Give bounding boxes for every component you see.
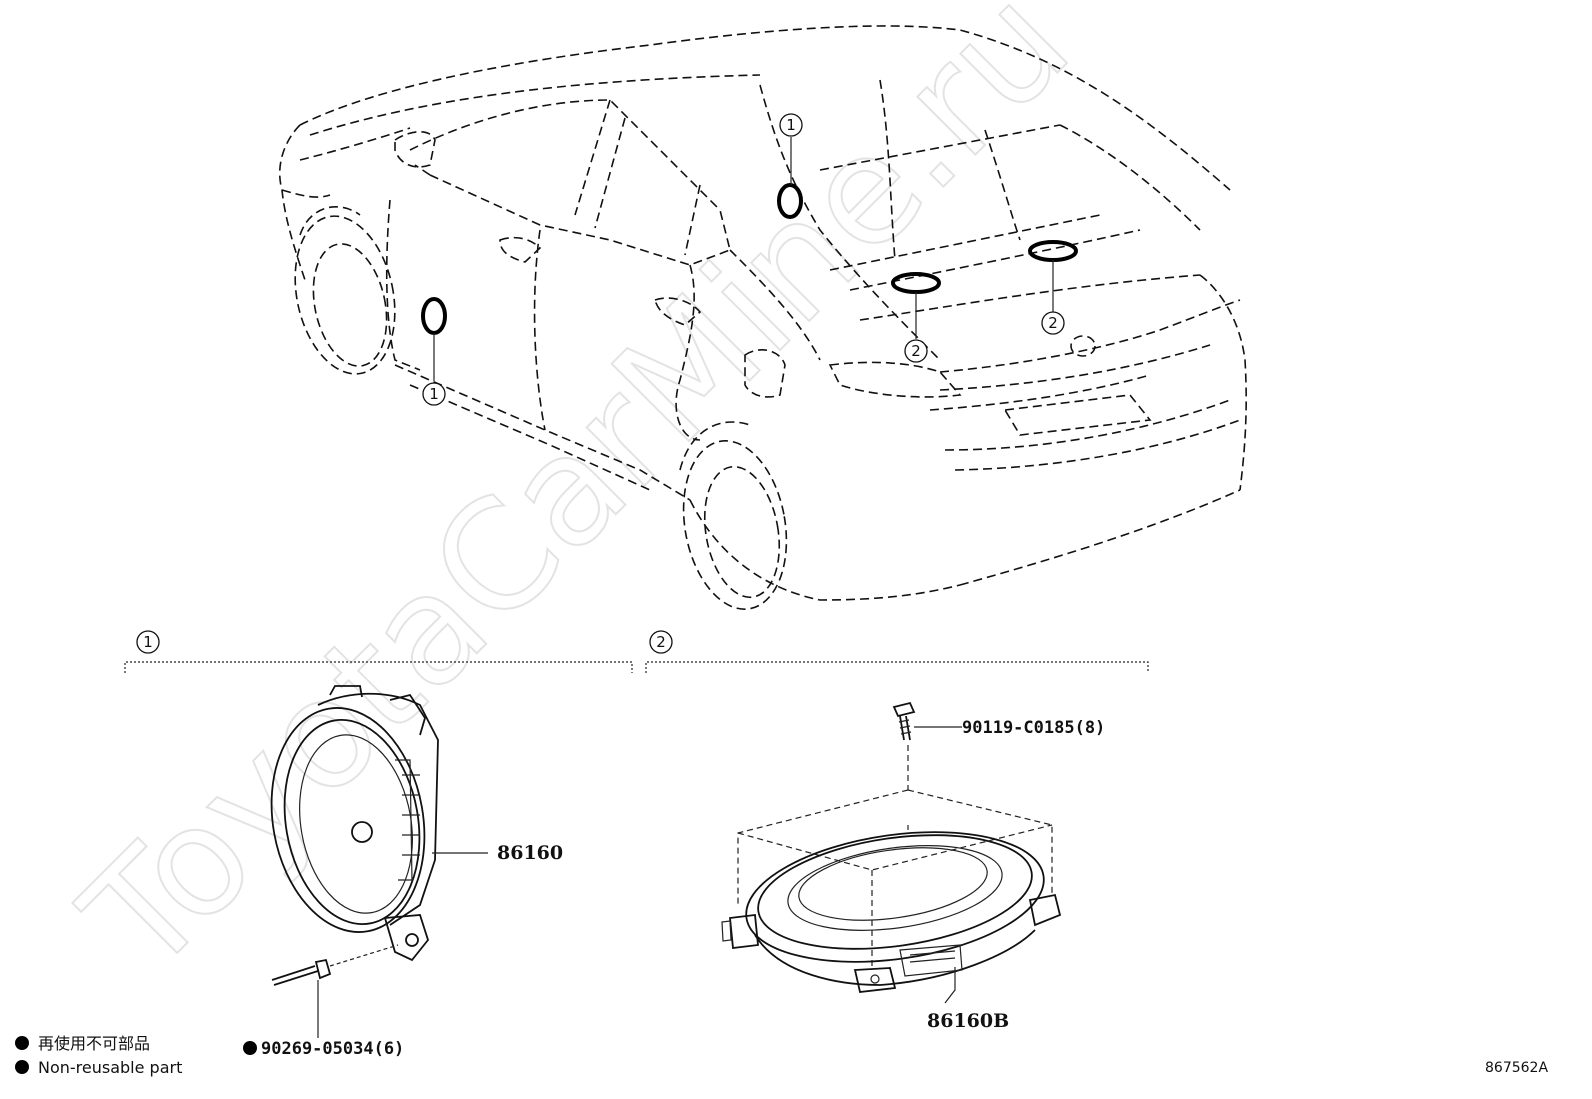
legend: 再使用不可部品 Non-reusable part	[15, 1034, 182, 1077]
part-number-screw: 90119-C0185(8)	[962, 718, 1105, 738]
watermark: ToyotaCarMine.ru	[51, 0, 1103, 1007]
callout-label: 2	[1048, 314, 1058, 332]
callout-1-front: 1	[422, 382, 446, 406]
legend-dot-en	[15, 1060, 29, 1074]
rear-shelf-left-ring	[891, 272, 941, 294]
rear-door-speaker-ring	[777, 183, 803, 219]
group-bracket-2: 2	[645, 630, 1149, 673]
part-number-86160B: 86160B	[927, 1010, 1009, 1032]
rear-shelf-right-ring	[1028, 240, 1078, 262]
callout-label: 2	[911, 342, 921, 360]
front-door-speaker-ring	[421, 297, 447, 335]
legend-jp: 再使用不可部品	[38, 1034, 150, 1053]
callout-label: 1	[786, 116, 796, 134]
callout-2-left: 2	[904, 339, 928, 363]
car-leaders	[433, 137, 1054, 381]
car-callouts: 1 1 2 2	[422, 113, 1065, 406]
non-reusable-dot	[243, 1041, 257, 1055]
callout-label: 1	[429, 385, 439, 403]
figure-code: 867562A	[1485, 1060, 1548, 1076]
part-number-rivet: 90269-05034(6)	[261, 1039, 404, 1059]
group-1-label: 1	[143, 633, 153, 651]
group-2-label: 2	[656, 633, 666, 651]
legend-dot-jp	[15, 1036, 29, 1050]
speaker-86160-drawing	[270, 685, 488, 1038]
legend-en: Non-reusable part	[38, 1058, 182, 1077]
car-outline	[278, 25, 1247, 610]
group-bracket-1: 1	[124, 630, 633, 673]
callout-1-rear: 1	[779, 113, 803, 137]
part-number-86160: 86160	[497, 842, 563, 864]
watermark-text: ToyotaCarMine.ru	[52, 0, 1102, 1006]
speaker-86160B-drawing	[721, 701, 1062, 1004]
callout-2-right: 2	[1041, 311, 1065, 335]
